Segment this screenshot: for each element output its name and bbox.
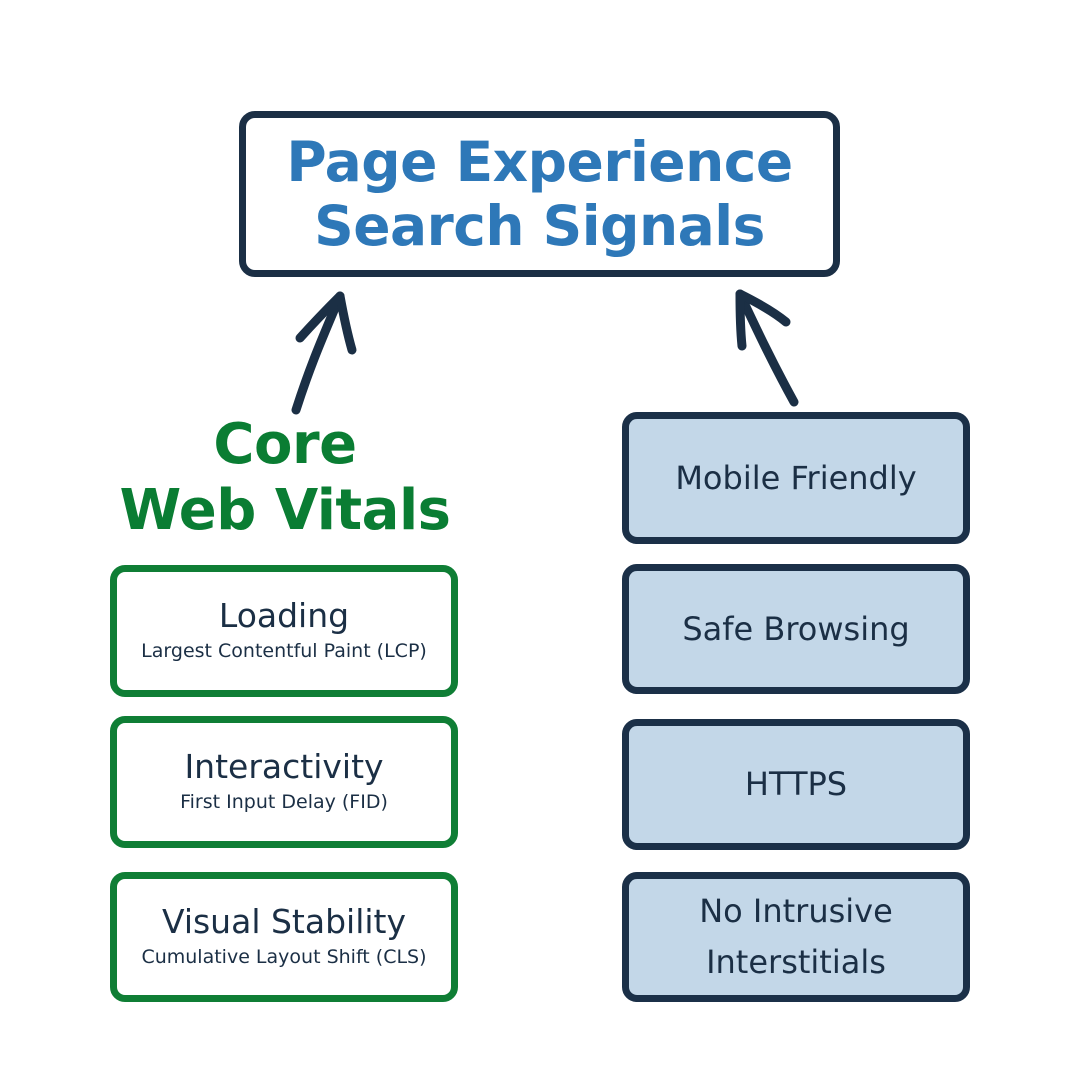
metric-subtitle-interactivity: First Input Delay (FID) [180, 790, 388, 813]
core-web-vitals-heading-line-1: Core [213, 412, 357, 477]
metric-title-loading: Loading [218, 595, 350, 635]
metric-box-visual-stability: Visual Stability Cumulative Layout Shift… [110, 872, 458, 1002]
title-line-1: Page Experience [286, 130, 793, 194]
core-web-vitals-heading-line-2: Web Vitals [119, 478, 451, 543]
metric-subtitle-loading: Largest Contentful Paint (LCP) [141, 639, 427, 662]
signal-box-https: HTTPS [622, 719, 970, 850]
signal-label-safe-browsing: Safe Browsing [682, 609, 910, 648]
left-arrow-icon [291, 291, 357, 415]
metric-box-loading: Loading Largest Contentful Paint (LCP) [110, 565, 458, 697]
signal-box-mobile-friendly: Mobile Friendly [622, 412, 970, 544]
title-line-2: Search Signals [314, 194, 765, 258]
signal-box-safe-browsing: Safe Browsing [622, 564, 970, 694]
metric-title-visual-stability: Visual Stability [161, 901, 407, 941]
right-arrow-icon [735, 289, 799, 407]
signal-box-no-intrusive-interstitials: No Intrusive Interstitials [622, 872, 970, 1002]
core-web-vitals-heading: Core Web Vitals [80, 412, 490, 544]
metric-box-interactivity: Interactivity First Input Delay (FID) [110, 716, 458, 848]
signal-label-no-intrusive-interstitials: No Intrusive Interstitials [699, 892, 893, 981]
metric-subtitle-visual-stability: Cumulative Layout Shift (CLS) [141, 945, 427, 968]
metric-title-interactivity: Interactivity [184, 746, 384, 786]
signal-label-mobile-friendly: Mobile Friendly [675, 458, 917, 497]
page-experience-title-box: Page Experience Search Signals [239, 111, 840, 277]
signal-label-https: HTTPS [744, 765, 848, 803]
